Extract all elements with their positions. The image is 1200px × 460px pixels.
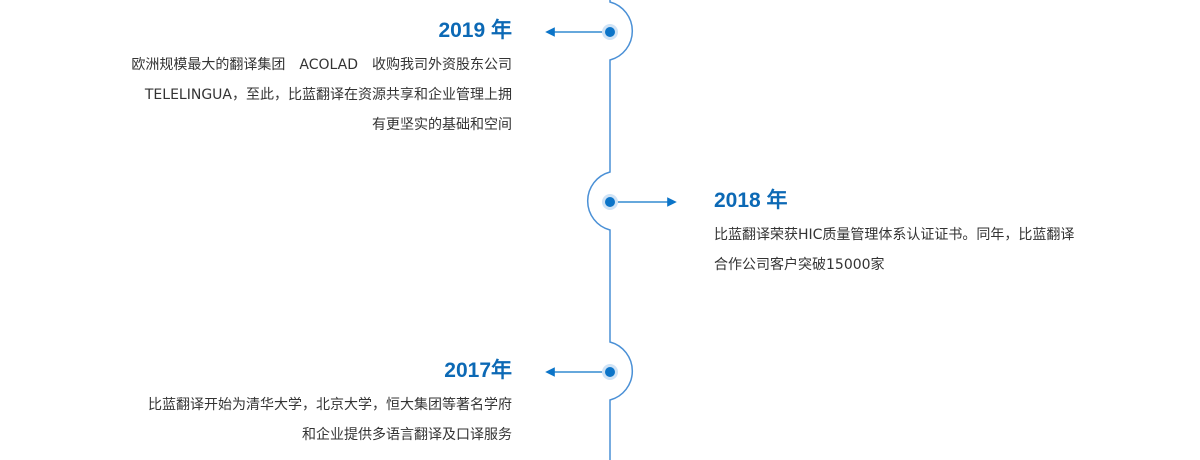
entry-year: 2019 年 <box>438 19 512 42</box>
entry-description: 比蓝翻译开始为清华大学，北京大学，恒大集团等著名学府 和企业提供多语言翻译及口译… <box>22 390 512 450</box>
description-line: 比蓝翻译荣获HIC质量管理体系认证证书。同年，比蓝翻译 <box>714 227 1075 243</box>
description-line: TELELINGUA，至此，比蓝翻译在资源共享和企业管理上拥 <box>144 87 512 103</box>
description-line: 和企业提供多语言翻译及口译服务 <box>302 427 512 443</box>
entry-description: 欧洲规模最大的翻译集团 ACOLAD 收购我司外资股东公司 TELELINGUA… <box>22 50 512 140</box>
description-line: 合作公司客户突破15000家 <box>714 257 885 273</box>
timeline-node-2019 <box>545 24 618 40</box>
timeline-entry-2019: 2019 年 欧洲规模最大的翻译集团 ACOLAD 收购我司外资股东公司 TEL… <box>22 18 512 140</box>
timeline-line <box>586 0 634 460</box>
timeline-dot-2019 <box>605 27 615 37</box>
timeline-node-2018 <box>602 194 677 210</box>
timeline-node-2017 <box>545 364 618 380</box>
timeline-dot-2018 <box>605 197 615 207</box>
timeline-dot-2017 <box>605 367 615 377</box>
entry-year: 2018 年 <box>714 189 788 212</box>
timeline-entry-2018: 2018 年 比蓝翻译荣获HIC质量管理体系认证证书。同年，比蓝翻译 合作公司客… <box>714 188 1194 280</box>
entry-year: 2017年 <box>444 359 512 382</box>
timeline-entry-2017: 2017年 比蓝翻译开始为清华大学，北京大学，恒大集团等著名学府 和企业提供多语… <box>22 358 512 450</box>
entry-description: 比蓝翻译荣获HIC质量管理体系认证证书。同年，比蓝翻译 合作公司客户突破1500… <box>714 220 1194 280</box>
description-line: 比蓝翻译开始为清华大学，北京大学，恒大集团等著名学府 <box>148 397 512 413</box>
description-line: 有更坚实的基础和空间 <box>372 117 512 133</box>
description-line: 欧洲规模最大的翻译集团 ACOLAD 收购我司外资股东公司 <box>131 57 512 73</box>
